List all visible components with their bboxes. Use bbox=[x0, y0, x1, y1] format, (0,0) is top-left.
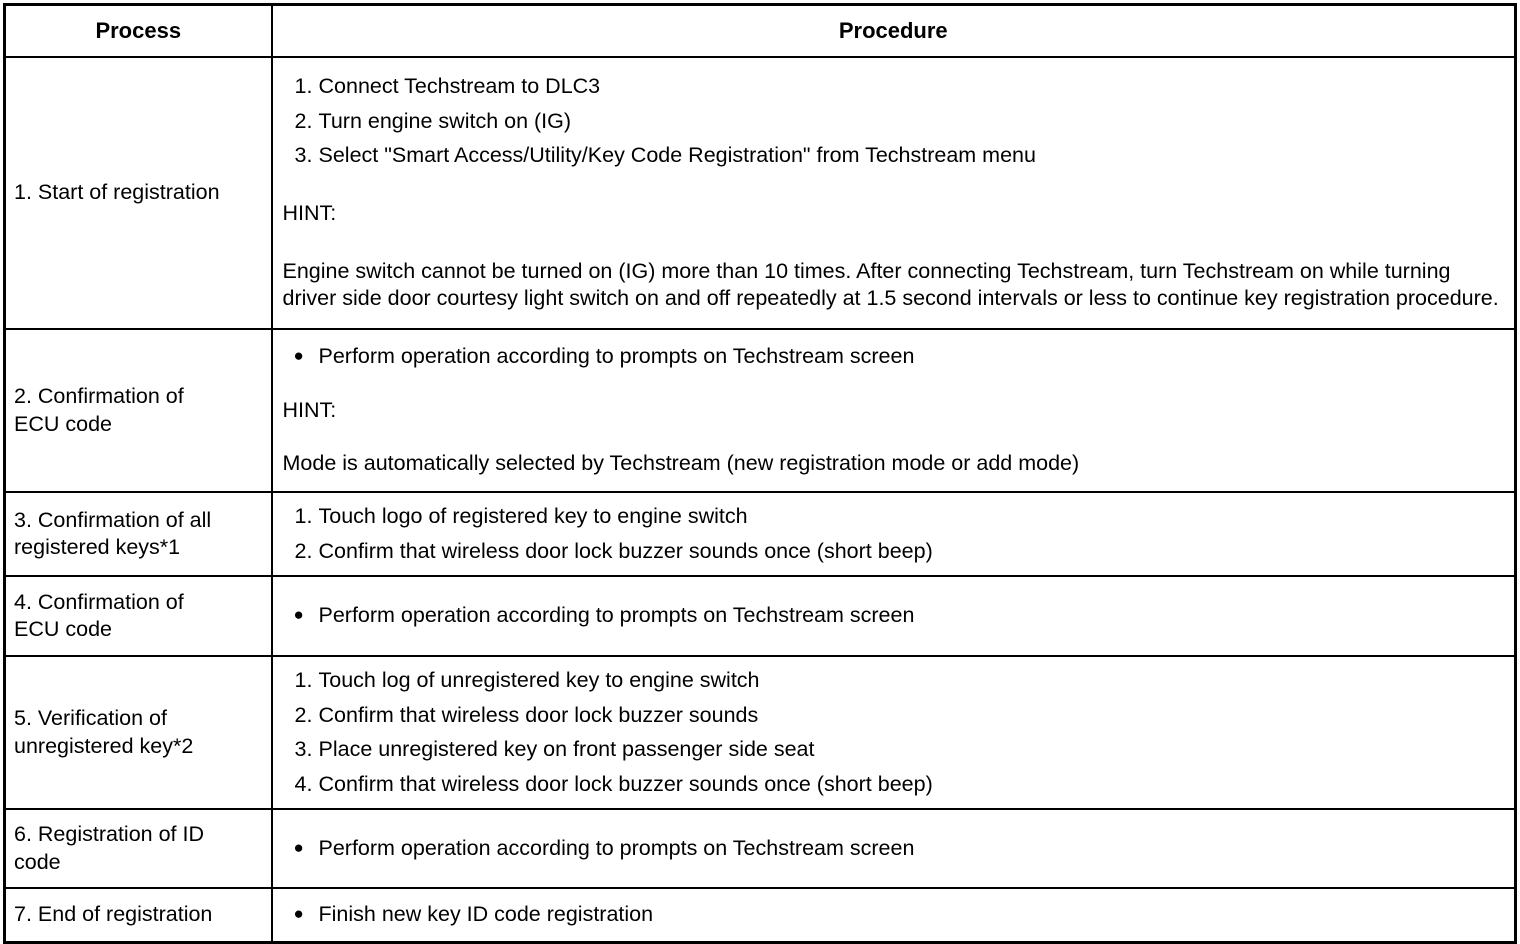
step-text: Touch logo of registered key to engine s… bbox=[318, 504, 748, 528]
key-registration-procedure-table: Process Procedure 1. Start of registrati… bbox=[3, 3, 1517, 944]
procedure-cell-2: ● Perform operation according to prompts… bbox=[270, 328, 1517, 493]
hint-label: HINT: bbox=[282, 201, 337, 225]
procedure-cell-1: 1. Connect Techstream to DLC3 2. Turn en… bbox=[270, 56, 1517, 330]
table-body: 1. Start of registration 1. Connect Tech… bbox=[3, 56, 1517, 944]
step-number: 2. bbox=[294, 108, 313, 133]
step-number: 3. bbox=[294, 143, 313, 168]
column-header-procedure: Procedure bbox=[270, 3, 1517, 58]
process-cell-6: 6. Registration of ID code bbox=[3, 808, 273, 890]
step-number: 1. bbox=[294, 668, 313, 693]
process-cell-5: 5. Verification of unregistered key*2 bbox=[3, 655, 273, 811]
procedure-cell-6: ● Perform operation according to prompts… bbox=[270, 808, 1517, 890]
procedure-cell-5: 1. Touch log of unregistered key to engi… bbox=[270, 655, 1517, 811]
step-text: Touch log of unregistered key to engine … bbox=[318, 668, 760, 693]
procedure-cell-7: ● Finish new key ID code registration bbox=[270, 887, 1517, 944]
step-text: Select "Smart Access/Utility/Key Code Re… bbox=[318, 143, 1036, 168]
step-text: Confirm that wireless door lock buzzer s… bbox=[318, 702, 759, 727]
bullet-icon: ● bbox=[293, 605, 304, 625]
list-item: 1. Touch logo of registered key to engin… bbox=[283, 503, 1505, 531]
process-label: 7. End of registration bbox=[14, 902, 213, 927]
list-item: 1. Connect Techstream to DLC3 bbox=[283, 73, 1505, 101]
list-item: ● Perform operation according to prompts… bbox=[283, 602, 1505, 630]
column-header-process: Process bbox=[3, 3, 273, 58]
bullet-icon: ● bbox=[293, 904, 304, 924]
process-cell-2: 2. Confirmation of ECU code bbox=[3, 328, 273, 493]
table-row: 2. Confirmation of ECU code ● Perform op… bbox=[3, 328, 1517, 493]
step-text: Confirm that wireless door lock buzzer s… bbox=[318, 771, 933, 796]
hint-body: Engine switch cannot be turned on (IG) m… bbox=[282, 258, 1499, 311]
table-row: 7. End of registration ● Finish new key … bbox=[3, 887, 1517, 944]
table-row: 4. Confirmation of ECU code ● Perform op… bbox=[3, 575, 1517, 658]
process-label: 5. Verification of unregistered key*2 bbox=[14, 706, 194, 758]
table-row: 5. Verification of unregistered key*2 1.… bbox=[3, 655, 1517, 811]
header-row: Process Procedure bbox=[3, 3, 1517, 58]
process-cell-1: 1. Start of registration bbox=[3, 56, 273, 330]
list-item: ● Finish new key ID code registration bbox=[283, 901, 1505, 929]
process-label: 3. Confirmation of all registered keys*1 bbox=[14, 507, 212, 560]
list-item: ● Perform operation according to prompts… bbox=[283, 835, 1505, 863]
procedure-cell-3: 1. Touch logo of registered key to engin… bbox=[270, 490, 1517, 578]
process-cell-4: 4. Confirmation of ECU code bbox=[3, 575, 273, 658]
step-text: Confirm that wireless door lock buzzer s… bbox=[318, 538, 933, 563]
step-list: 1. Connect Techstream to DLC3 2. Turn en… bbox=[283, 73, 1505, 170]
hint-body: Mode is automatically selected by Techst… bbox=[282, 451, 1080, 476]
bullet-text: Finish new key ID code registration bbox=[318, 902, 654, 927]
step-number: 3. bbox=[294, 737, 313, 762]
procedure-cell-4: ● Perform operation according to prompts… bbox=[270, 575, 1517, 658]
table-row: 3. Confirmation of all registered keys*1… bbox=[3, 490, 1517, 578]
step-number: 1. bbox=[294, 504, 313, 528]
list-item: 2. Confirm that wireless door lock buzze… bbox=[283, 538, 1505, 566]
bullet-text: Perform operation according to prompts o… bbox=[318, 344, 915, 369]
process-cell-7: 7. End of registration bbox=[3, 887, 273, 944]
step-number: 2. bbox=[294, 702, 313, 727]
bullet-icon: ● bbox=[293, 346, 304, 366]
document-sheet: Process Procedure 1. Start of registrati… bbox=[0, 3, 1520, 944]
list-item: 4. Confirm that wireless door lock buzze… bbox=[283, 771, 1505, 799]
list-item: 2. Turn engine switch on (IG) bbox=[283, 108, 1505, 136]
bullet-list: ● Perform operation according to prompts… bbox=[283, 343, 1505, 371]
bullet-list: ● Perform operation according to prompts… bbox=[283, 602, 1505, 630]
list-item: 2. Confirm that wireless door lock buzze… bbox=[283, 702, 1505, 730]
list-item: 3. Place unregistered key on front passe… bbox=[283, 736, 1505, 764]
list-item: ● Perform operation according to prompts… bbox=[283, 343, 1505, 371]
process-label: 6. Registration of ID code bbox=[14, 822, 205, 874]
step-text: Connect Techstream to DLC3 bbox=[318, 74, 601, 99]
process-cell-3: 3. Confirmation of all registered keys*1 bbox=[3, 490, 273, 578]
step-number: 2. bbox=[294, 538, 313, 563]
step-number: 1. bbox=[294, 74, 313, 99]
step-number: 4. bbox=[294, 771, 313, 796]
process-label: 2. Confirmation of ECU code bbox=[14, 383, 184, 436]
bullet-text: Perform operation according to prompts o… bbox=[318, 835, 915, 860]
list-item: 3. Select "Smart Access/Utility/Key Code… bbox=[283, 142, 1505, 170]
table-row: 6. Registration of ID code ● Perform ope… bbox=[3, 808, 1517, 890]
step-list: 1. Touch logo of registered key to engin… bbox=[283, 503, 1505, 565]
process-label: 1. Start of registration bbox=[14, 180, 220, 205]
bullet-icon: ● bbox=[293, 837, 304, 857]
table-row: 1. Start of registration 1. Connect Tech… bbox=[3, 56, 1517, 330]
process-label: 4. Confirmation of ECU code bbox=[14, 589, 184, 642]
list-item: 1. Touch log of unregistered key to engi… bbox=[283, 667, 1505, 695]
table-header: Process Procedure bbox=[3, 3, 1517, 58]
step-text: Turn engine switch on (IG) bbox=[318, 108, 572, 133]
hint-label: HINT: bbox=[282, 397, 337, 422]
step-list: 1. Touch log of unregistered key to engi… bbox=[283, 667, 1505, 798]
bullet-list: ● Perform operation according to prompts… bbox=[283, 835, 1505, 863]
step-text: Place unregistered key on front passenge… bbox=[318, 737, 815, 762]
bullet-list: ● Finish new key ID code registration bbox=[283, 901, 1505, 929]
bullet-text: Perform operation according to prompts o… bbox=[318, 603, 915, 628]
